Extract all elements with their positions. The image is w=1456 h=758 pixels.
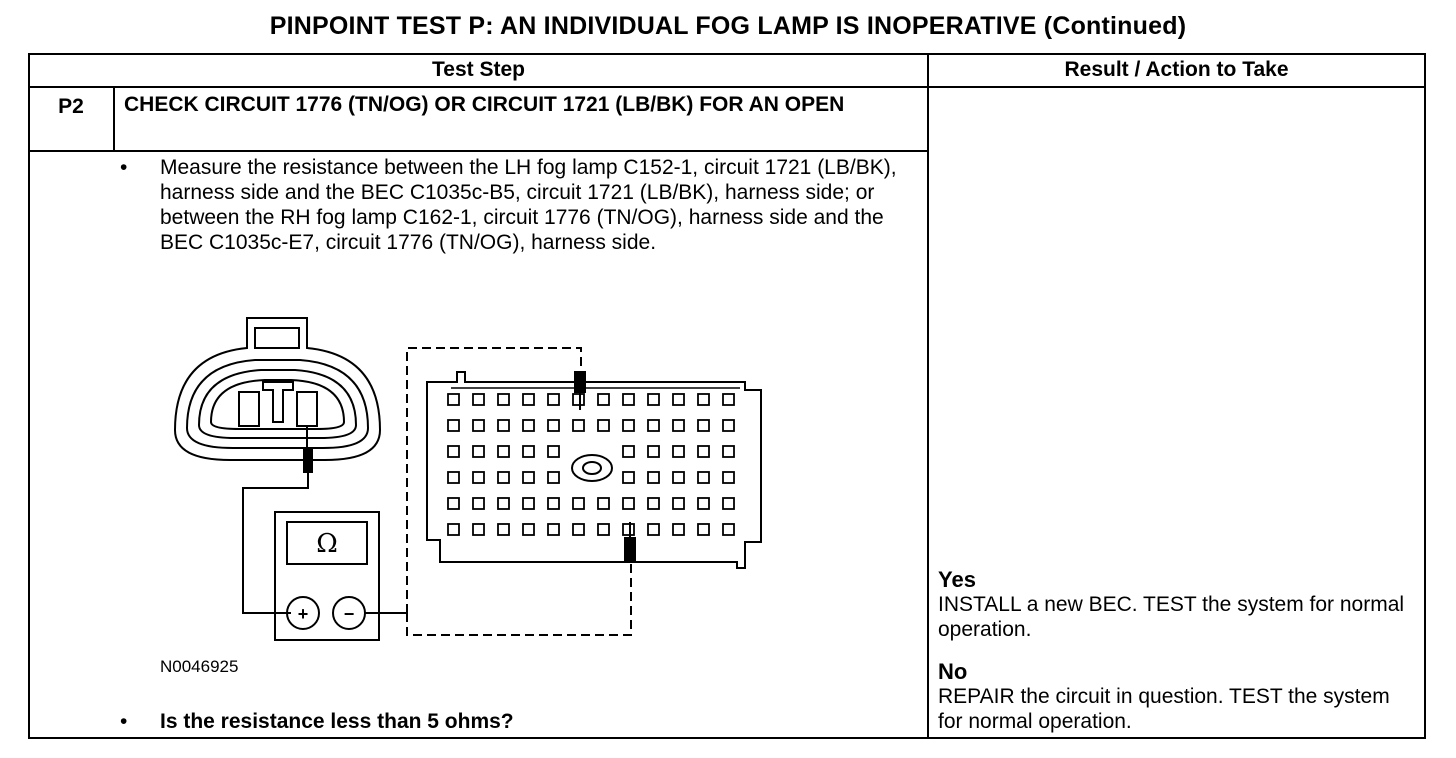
bec-pin (647, 523, 660, 536)
bec-pin (472, 419, 485, 432)
bec-pin (697, 497, 710, 510)
minus-terminal-label: − (344, 604, 355, 624)
step-instruction: Measure the resistance between the LH fo… (160, 156, 897, 254)
step-title: CHECK CIRCUIT 1776 (TN/OG) OR CIRCUIT 17… (124, 93, 845, 116)
bec-pin (722, 497, 735, 510)
bec-pin (647, 419, 660, 432)
bec-pin (497, 419, 510, 432)
bec-pin (572, 393, 585, 406)
bec-pin (522, 497, 535, 510)
bec-pin (472, 445, 485, 458)
step-id-divider (113, 86, 115, 150)
bec-pin (472, 523, 485, 536)
ohm-symbol: Ω (316, 529, 338, 559)
bec-pin (547, 445, 560, 458)
yes-action: INSTALL a new BEC. TEST the system for n… (938, 593, 1405, 641)
bullet: • (120, 156, 128, 179)
bec-pin (622, 523, 635, 536)
bec-pin (547, 393, 560, 406)
no-label: No (938, 659, 968, 684)
bec-pin (522, 393, 535, 406)
plus-terminal-label: + (298, 604, 309, 624)
bec-pin (522, 419, 535, 432)
bec-pin (522, 471, 535, 484)
bec-pin (447, 393, 460, 406)
bec-pin (597, 393, 610, 406)
bec-pin (447, 445, 460, 458)
bec-pin (622, 497, 635, 510)
ohmmeter (274, 511, 380, 641)
bec-pin (672, 419, 685, 432)
column-divider (927, 53, 929, 739)
bec-pin (522, 445, 535, 458)
bec-pin (497, 445, 510, 458)
page-title: PINPOINT TEST P: AN INDIVIDUAL FOG LAMP … (269, 12, 1187, 40)
figure-id: N0046925 (160, 657, 239, 676)
header-divider (28, 86, 1426, 88)
result-yes: Yes INSTALL a new BEC. TEST the system f… (938, 568, 1418, 642)
yes-label: Yes (938, 567, 976, 592)
bec-pin (622, 471, 635, 484)
bec-pin (672, 523, 685, 536)
bec-pin (697, 393, 710, 406)
bec-pin (447, 497, 460, 510)
bec-pin (697, 523, 710, 536)
test-table (28, 53, 1426, 739)
bec-pin (472, 497, 485, 510)
bec-pin (697, 445, 710, 458)
bec-pin (497, 471, 510, 484)
bec-pin (622, 419, 635, 432)
bec-pin (647, 445, 660, 458)
bec-pin (497, 393, 510, 406)
bec-pin (672, 497, 685, 510)
bec-pin (447, 523, 460, 536)
bec-pin (597, 523, 610, 536)
bec-pin (672, 445, 685, 458)
bec-pin (547, 523, 560, 536)
bec-connector (426, 371, 762, 569)
bec-pin (447, 419, 460, 432)
bec-pin (547, 497, 560, 510)
result-no: No REPAIR the circuit in question. TEST … (938, 660, 1418, 734)
bec-pin (522, 523, 535, 536)
bec-pin (722, 419, 735, 432)
step-question: Is the resistance less than 5 ohms? (160, 710, 514, 733)
bullet: • (120, 710, 128, 733)
bec-pin (497, 497, 510, 510)
bec-pins (447, 393, 735, 536)
bec-pin (722, 471, 735, 484)
bec-pin (572, 419, 585, 432)
bec-pin (622, 393, 635, 406)
bec-pin (547, 419, 560, 432)
bec-pin (547, 471, 560, 484)
connector-diagram: Ω + − (173, 317, 762, 641)
bec-pin (447, 471, 460, 484)
step-title-divider (28, 150, 929, 152)
bec-pin (597, 419, 610, 432)
bec-pin (647, 497, 660, 510)
bec-pin (647, 471, 660, 484)
bec-pin (572, 497, 585, 510)
bec-pin (722, 445, 735, 458)
no-action: REPAIR the circuit in question. TEST the… (938, 685, 1390, 733)
bec-pin (697, 419, 710, 432)
fog-lamp-connector (173, 317, 382, 473)
bec-pin (697, 471, 710, 484)
bec-pin (497, 523, 510, 536)
bec-pin (647, 393, 660, 406)
bec-pin (672, 471, 685, 484)
bec-pin (722, 393, 735, 406)
bec-pin (472, 393, 485, 406)
bec-pin (672, 393, 685, 406)
bec-pin (622, 445, 635, 458)
bec-pin (597, 497, 610, 510)
header-result: Result / Action to Take (1064, 58, 1289, 81)
header-test-step: Test Step (432, 58, 525, 81)
bec-pin (722, 523, 735, 536)
bec-pin (472, 471, 485, 484)
step-id: P2 (58, 95, 84, 118)
bec-pin (572, 523, 585, 536)
